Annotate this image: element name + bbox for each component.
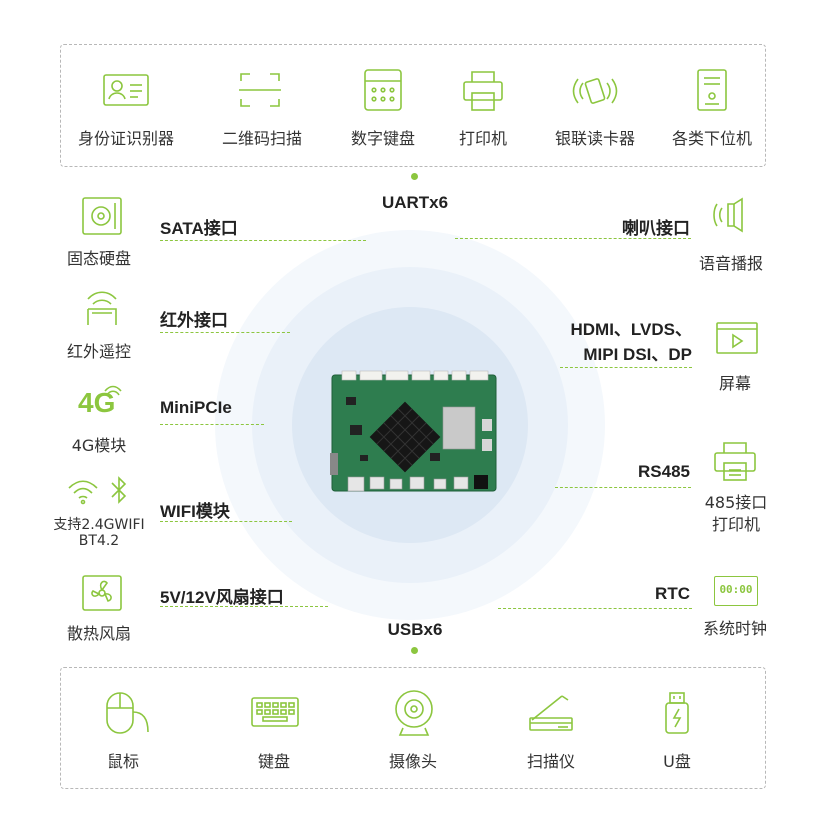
- right-item-label: 485接口: [704, 493, 768, 512]
- device-icon: [697, 69, 727, 111]
- right-item-label: 系统时钟: [702, 619, 767, 638]
- connector-line: [560, 367, 692, 368]
- connector-line: [455, 238, 691, 239]
- fan-icon: [82, 575, 122, 611]
- uart-item-label: 各类下位机: [671, 129, 752, 148]
- usb-label: USBx6: [387, 620, 443, 639]
- wifi-icon: [68, 480, 98, 505]
- receipt-printer-icon: [714, 442, 756, 481]
- uart-item-label: 身份证识别器: [77, 129, 174, 148]
- keyboard-icon: [251, 697, 299, 727]
- card-reader-icon: [572, 78, 618, 104]
- interface-label: RTC: [655, 584, 690, 603]
- keypad-icon: [364, 69, 402, 111]
- uart-item-label: 打印机: [458, 129, 507, 148]
- qr-scan-icon: [239, 73, 281, 107]
- webcam-icon: [395, 690, 433, 736]
- left-item-label: 红外遥控: [66, 342, 131, 361]
- infrared-remote-icon: [87, 291, 117, 325]
- left-item-label: 4G模块: [71, 436, 127, 455]
- usb-item-label: 键盘: [257, 752, 290, 771]
- interface-label: WIFI模块: [160, 502, 230, 521]
- id-card-icon: [103, 74, 149, 106]
- usb-item-label: U盘: [663, 752, 691, 771]
- interface-label-2: MIPI DSI、DP: [583, 345, 692, 364]
- ssd-icon: [82, 197, 122, 235]
- mainboard-image: [330, 370, 497, 492]
- mouse-icon: [106, 692, 149, 734]
- clock-icon-frame: [714, 576, 758, 606]
- connector-line: [160, 521, 292, 522]
- uart-item-label: 银联读卡器: [554, 129, 635, 148]
- uart-label: UARTx6: [381, 193, 449, 212]
- clock-icon: 00:00: [719, 583, 753, 596]
- left-item-label: 散热风扇: [66, 624, 131, 643]
- right-item-label: 屏幕: [718, 374, 751, 393]
- screen-icon: [716, 322, 758, 354]
- interface-label: 喇叭接口: [622, 219, 690, 238]
- uart-item-label: 二维码扫描: [221, 129, 302, 148]
- connector-line: [555, 487, 691, 488]
- uart-connector-dot: [411, 173, 418, 180]
- interface-label: MiniPCIe: [160, 398, 232, 417]
- printer-icon: [463, 71, 503, 111]
- left-item-label: 支持2.4GWIFI: [53, 517, 145, 533]
- uart-item-label: 数字键盘: [350, 129, 415, 148]
- scanner-icon: [529, 695, 573, 731]
- usb-item-label: 鼠标: [106, 752, 139, 771]
- interface-label: HDMI、LVDS、: [570, 320, 692, 339]
- bluetooth-icon: [111, 476, 127, 504]
- connector-line: [498, 608, 692, 609]
- usb-drive-icon: [665, 692, 689, 734]
- right-item-label: 语音播报: [698, 254, 763, 273]
- usb-connector-dot: [411, 647, 418, 654]
- connector-line: [160, 332, 290, 333]
- usb-devices-panel: [60, 667, 766, 789]
- speaker-icon: [713, 197, 743, 233]
- left-item-label-2: BT4.2: [78, 533, 120, 549]
- usb-item-label: 扫描仪: [526, 752, 575, 771]
- connector-line: [160, 424, 264, 425]
- signal-icon: [104, 385, 122, 396]
- interface-label: RS485: [638, 462, 690, 481]
- right-item-label-2: 打印机: [711, 515, 760, 534]
- interface-label: SATA接口: [160, 219, 238, 238]
- usb-item-label: 摄像头: [388, 752, 437, 771]
- interface-label: 5V/12V风扇接口: [160, 588, 284, 607]
- uart-devices-panel: [60, 44, 766, 167]
- left-item-label: 固态硬盘: [66, 249, 131, 268]
- interface-label: 红外接口: [160, 311, 228, 330]
- connector-line: [160, 606, 328, 607]
- connector-line: [160, 240, 366, 241]
